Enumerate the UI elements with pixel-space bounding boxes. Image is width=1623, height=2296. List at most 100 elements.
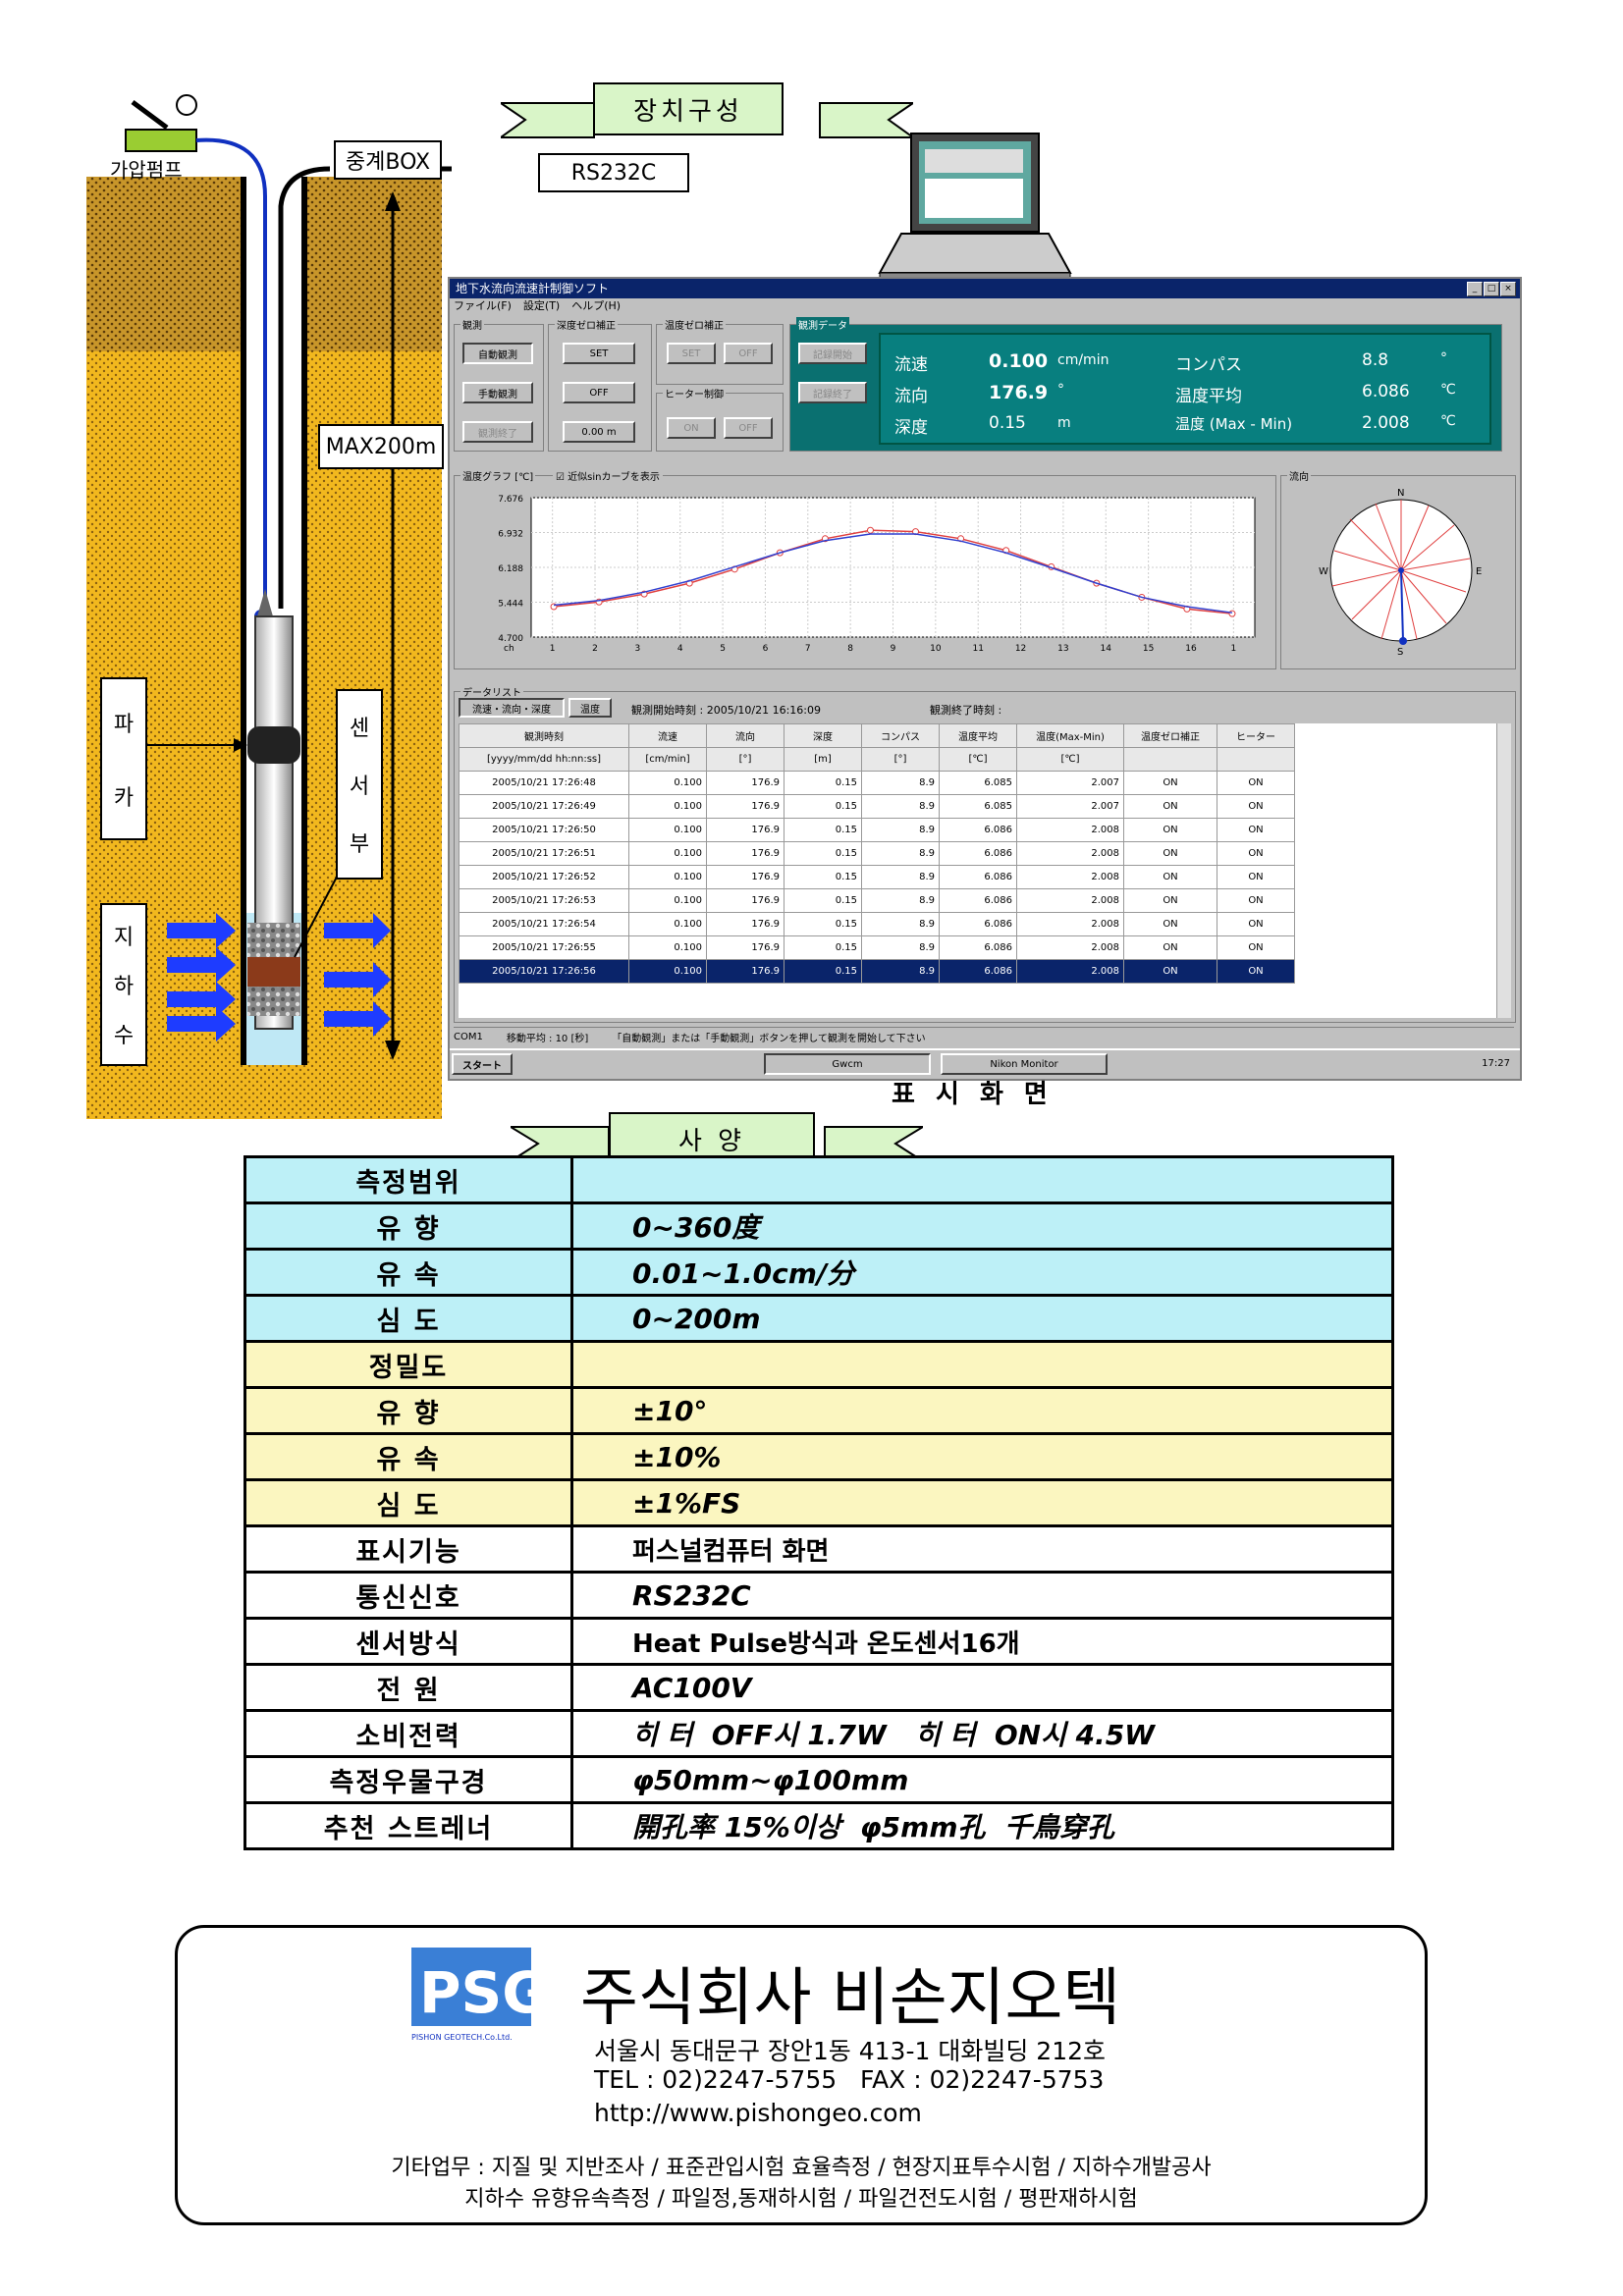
tab-temperature[interactable]: 温度 [568,698,612,718]
heater-off-button[interactable]: OFF [724,417,773,439]
table-cell: 2.007 [1016,794,1124,819]
flow-dir-label: 流向 [894,387,928,406]
readings-panel: 流速 0.100 cm/min 流向 176.9 ° 深度 0.15 m コンパ… [879,333,1491,445]
table-cell: 2.008 [1016,888,1124,913]
table-cell: 0.100 [628,865,707,889]
table-header-row: 観測時刻 流速 流向 深度 コンパス 温度平均 温度(Max-Min) 温度ゼロ… [459,723,1295,748]
rs232c-label: RS232C [538,153,689,192]
taskbar: スタート Gwcm Nikon Monitor 17:27 [450,1048,1520,1078]
compass-n: N [1397,488,1404,499]
menu-help[interactable]: ヘルプ(H) [571,299,622,312]
table-cell: ON [1217,888,1295,913]
flow-dir-value: 176.9 [989,382,1049,403]
temp-avg-value: 6.086 [1362,382,1410,401]
minimize-button[interactable]: _ [1467,282,1483,296]
taskbar-app-nikon[interactable]: Nikon Monitor [941,1053,1108,1075]
table-cell: 0.100 [628,818,707,842]
x-tick-label: 6 [763,644,769,654]
temp-zero-group: 温度ゼロ補正 SET OFF [656,317,784,385]
table-cell: 2.008 [1016,841,1124,866]
direction-rays [1331,500,1471,640]
temp-range-unit: ℃ [1440,413,1456,429]
table-cell: 2005/10/21 17:26:51 [459,841,629,866]
table-scrollbar[interactable] [1496,723,1511,1018]
groundwater-label: 지 하 수 [100,903,147,1066]
x-tick-label: 15 [1143,644,1154,654]
record-end-button[interactable]: 記録終了 [798,382,867,403]
services-line-1: 기타업무 : 지질 및 지반조사 / 표준관입시험 효율측정 / 현장지표투수시… [391,2156,1212,2180]
table-cell: 2005/10/21 17:26:53 [459,888,629,913]
pump-label: 가압펌프 [110,158,183,182]
spec-value: 퍼스널컴퓨터 화면 [570,1524,1394,1574]
x-tick-label: 2 [592,644,598,654]
table-cell: 0.100 [628,912,707,936]
auto-observe-button[interactable]: 自動観測 [462,343,533,364]
x-tick-label: 14 [1101,644,1112,654]
end-observe-button[interactable]: 観測終了 [462,421,533,443]
table-cell: ON [1123,935,1217,960]
depth-set-button[interactable]: SET [563,343,635,364]
sin-curve-checkbox[interactable]: ☑ 近似sinカーブを表示 [553,468,663,483]
status-average: 移動平均 : 10 [秒] [506,1033,589,1044]
spec-key: 정밀도 [243,1340,573,1389]
spec-key: 유 속 [243,1248,573,1297]
taskbar-app-gwcm[interactable]: Gwcm [764,1053,931,1075]
table-cell: 0.15 [784,794,862,819]
manual-observe-button[interactable]: 手動観測 [462,382,533,403]
x-axis-label: ch [504,644,514,654]
table-cell: 2.008 [1016,912,1124,936]
maximize-button[interactable]: □ [1484,282,1499,296]
tab-flow[interactable]: 流速・流向・深度 [459,698,565,718]
spec-row: 유 속±10% [243,1432,1394,1481]
compass-value: 8.8 [1362,350,1389,370]
taskbar-clock: 17:27 [1482,1058,1510,1069]
spec-value: 開孔率 15%이상 φ5mm孔 千鳥穿孔 [570,1801,1394,1850]
flow-speed-label: 流速 [894,355,928,375]
table-cell: 2.007 [1016,771,1124,795]
col-speed: 流速 [628,723,707,748]
table-cell: 2005/10/21 17:26:55 [459,935,629,960]
spec-key: 소비전력 [243,1709,573,1758]
spec-value: φ50mm~φ100mm [570,1755,1394,1804]
col-heater: ヒーター [1217,723,1295,748]
spec-row: 측정범위 [243,1155,1394,1204]
menu-file[interactable]: ファイル(F) [454,299,512,312]
company-url[interactable]: http://www.pishongeo.com [594,2099,922,2127]
spec-value: ±10% [570,1432,1394,1481]
table-cell: 2005/10/21 17:26:50 [459,818,629,842]
temp-set-button[interactable]: SET [667,343,716,364]
start-button[interactable]: スタート [452,1053,513,1075]
heater-on-button[interactable]: ON [667,417,716,439]
depth-zero-group: 深度ゼロ補正 SET OFF 0.00 m [548,317,652,452]
close-button[interactable]: × [1500,282,1516,296]
spec-row: 유 향±10° [243,1386,1394,1435]
table-cell: 6.085 [939,771,1017,795]
table-cell: 176.9 [706,959,784,984]
table-cell: ON [1123,912,1217,936]
record-start-button[interactable]: 記録開始 [798,343,867,364]
spec-value: ±10° [570,1386,1394,1435]
menu-settings[interactable]: 設定(T) [522,299,561,312]
depth-value-field[interactable]: 0.00 m [563,421,635,443]
temp-off-button[interactable]: OFF [724,343,773,364]
depth-off-button[interactable]: OFF [563,382,635,403]
table-cell: ON [1123,888,1217,913]
x-tick-label: 1 [550,644,556,654]
table-cell: 0.15 [784,912,862,936]
series-line-1 [553,533,1233,614]
